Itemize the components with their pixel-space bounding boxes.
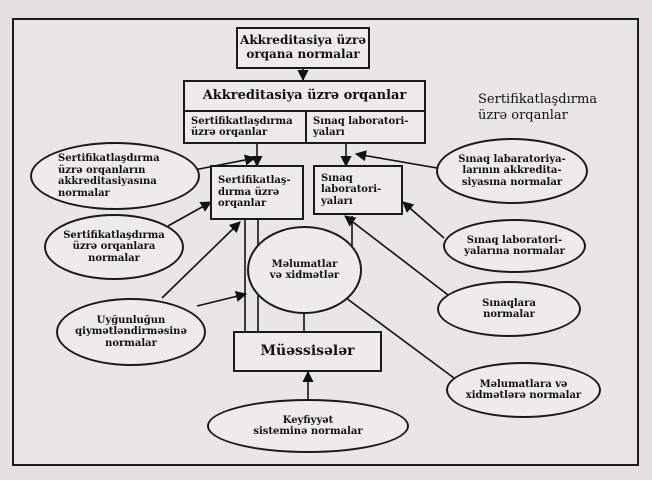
info-services-norms-label: Məlumatlara və xidmətlərə normalar xyxy=(465,378,582,402)
cert-body-norms-ellipse: Sertifikatlaşdırma üzrə orqanlara normal… xyxy=(44,214,184,280)
accreditation-bodies-label: Akkreditasiya üzrə orqanlar xyxy=(202,87,407,103)
lab-accreditation-norms-ellipse: Sınaq labaratoriya- larının akkredita- s… xyxy=(436,138,588,204)
cert-bodies-heading: Sertifikatlaşdırma üzrə orqanlar xyxy=(478,92,598,123)
conformity-norms-ellipse: Uyğunluğun qiymətləndirməsinə normalar xyxy=(56,298,206,366)
info-services-ellipse: Məlumatlar və xidmətlər xyxy=(247,226,362,314)
lab-sub-label: Sınaq laboratori- yaları xyxy=(313,115,409,139)
arrow-lab-accr xyxy=(354,150,438,169)
info-services-norms-ellipse: Məlumatlara və xidmətlərə normalar xyxy=(446,362,601,418)
test-norms-label: Sınaqlara normalar xyxy=(482,297,536,321)
lab-norms-ellipse: Sınaq laboratori- yalarına normalar xyxy=(443,219,586,273)
cert-body-norms-label: Sertifikatlaşdırma üzrə orqanlara normal… xyxy=(63,229,165,264)
cert-sub-label: Sertifikatlaşdırma üzrə orqanlar xyxy=(191,115,293,139)
info-services-label: Məlumatlar və xidmətlər xyxy=(269,258,340,282)
cert-accreditation-norms-label: Sertifikatlaşdırma üzrə orqanların akkre… xyxy=(58,153,160,199)
test-labs-label: Sınaq laboratori- yaları xyxy=(321,172,382,207)
test-norms-ellipse: Sınaqlara normalar xyxy=(437,281,581,337)
accreditation-bodies-box: Akkreditasiya üzrə orqanlar xyxy=(183,80,426,112)
cert-sub-box: Sertifikatlaşdırma üzrə orqanlar xyxy=(183,110,307,144)
arrow-test-norms xyxy=(344,215,453,299)
arrow-cert-accr xyxy=(193,154,257,171)
accreditation-norms-label: Akkreditasiya üzrə orqana normalar xyxy=(240,33,366,61)
arrow-conformity-2 xyxy=(196,290,248,307)
arrow-lab-norms xyxy=(402,201,445,239)
cert-bodies-label: Sertifikatlaş- dırma üzrə orqanlar xyxy=(218,175,291,210)
lab-accreditation-norms-label: Sınaq labaratoriya- larının akkredita- s… xyxy=(458,153,566,188)
quality-system-norms-ellipse: Keyfiyyət sisteminə normalar xyxy=(207,399,409,453)
arrow-cert-norms xyxy=(167,201,212,227)
accreditation-norms-box: Akkreditasiya üzrə orqana normalar xyxy=(236,27,370,69)
arrow-info-norms xyxy=(337,291,455,379)
conformity-norms-label: Uyğunluğun qiymətləndirməsinə normalar xyxy=(75,314,187,349)
enterprises-box: Müəssisələr xyxy=(233,331,382,372)
lab-norms-label: Sınaq laboratori- yalarına normalar xyxy=(464,234,565,258)
test-labs-box: Sınaq laboratori- yaları xyxy=(313,165,403,215)
quality-system-norms-label: Keyfiyyət sisteminə normalar xyxy=(253,414,363,438)
cert-accreditation-norms-ellipse: Sertifikatlaşdırma üzrə orqanların akkre… xyxy=(30,142,200,210)
arrow-conformity-1 xyxy=(161,221,241,299)
enterprises-label: Müəssisələr xyxy=(260,343,355,360)
cert-bodies-box: Sertifikatlaş- dırma üzrə orqanlar xyxy=(210,165,304,220)
lab-sub-box: Sınaq laboratori- yaları xyxy=(305,110,426,144)
